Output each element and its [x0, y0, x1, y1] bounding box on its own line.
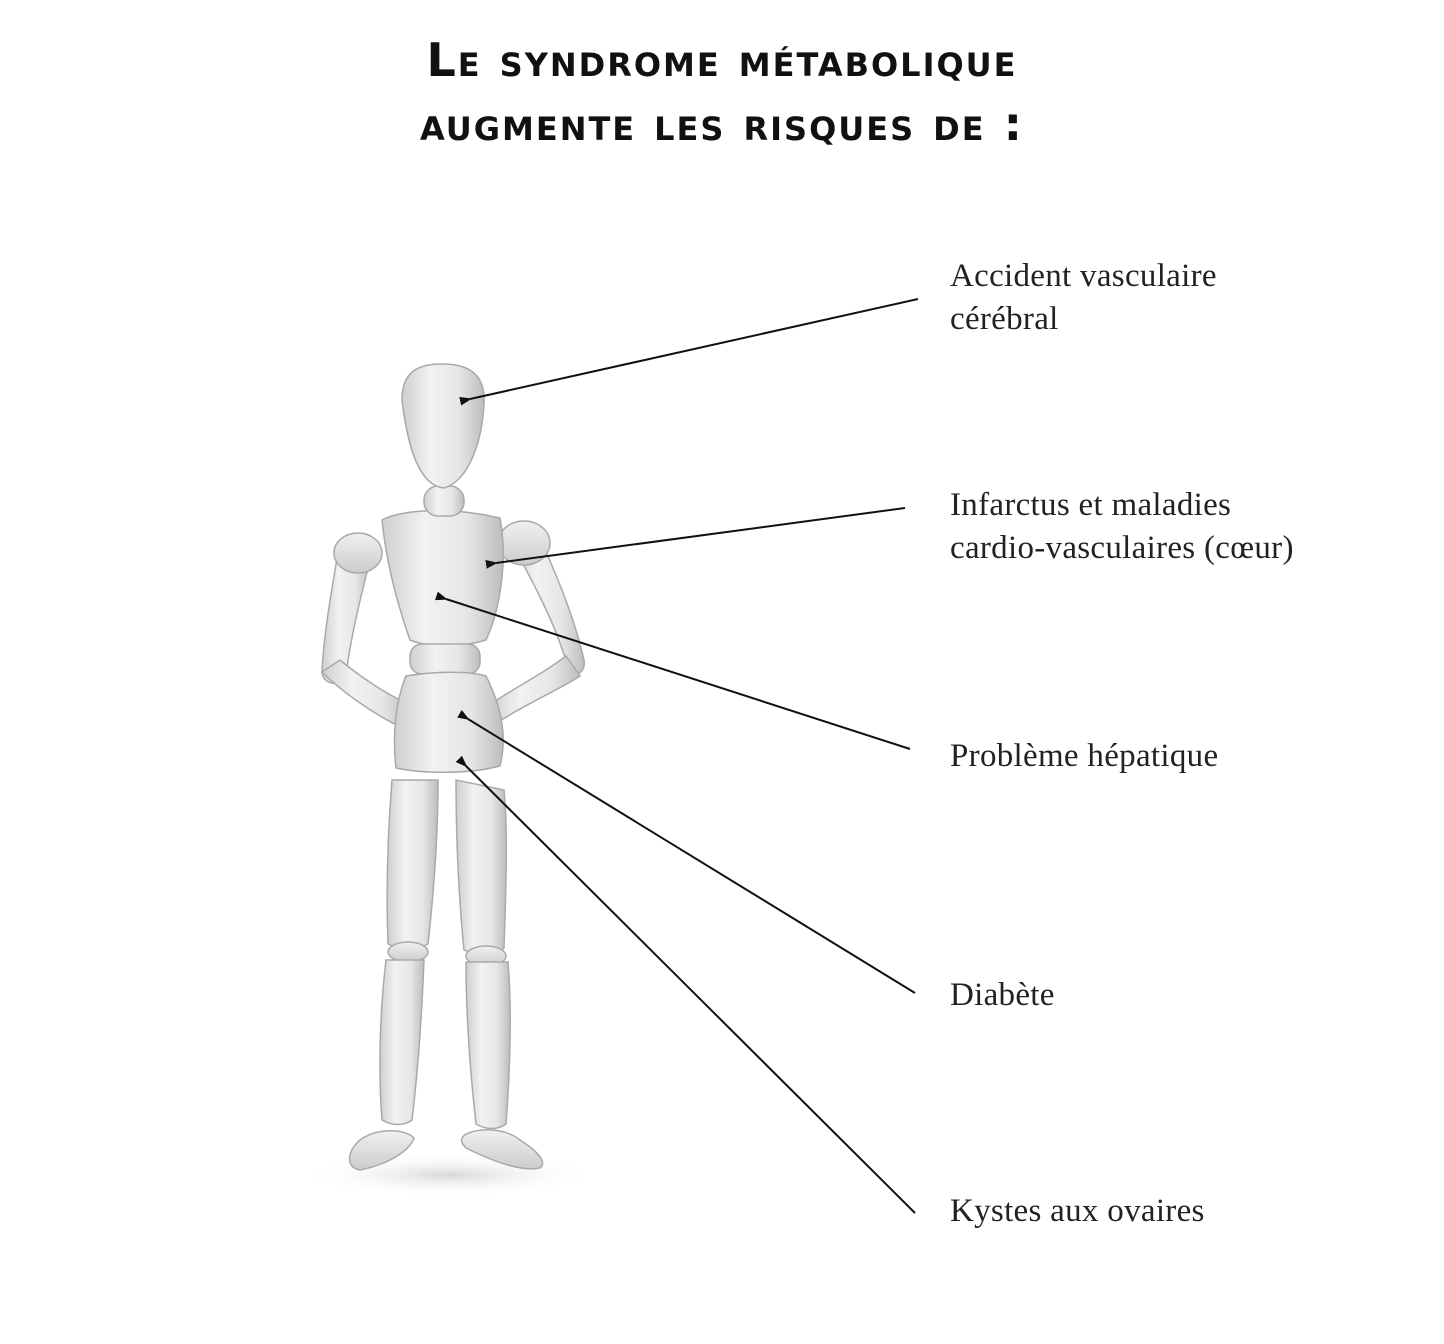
label-line: cérébral — [950, 301, 1059, 337]
label-ovarian-cyst-risk: Kystes aux ovaires — [950, 1190, 1205, 1233]
arrow-hepat — [446, 599, 911, 750]
wooden-mannequin — [320, 363, 586, 1171]
label-line: Infarctus et maladies — [950, 487, 1232, 523]
floor-shadow — [300, 1153, 600, 1197]
label-diabetes-risk: Diabète — [950, 974, 1055, 1017]
label-line: Diabète — [950, 977, 1055, 1013]
label-line: Problème hépatique — [950, 738, 1219, 774]
arrow-avc — [470, 298, 919, 399]
label-stroke-risk: Accident vasculaire cérébral — [950, 255, 1217, 341]
label-line: Accident vasculaire — [950, 258, 1217, 294]
callout-arrows — [446, 298, 919, 1214]
arrow-infarct — [496, 507, 906, 563]
page-title: Le syndrome métabolique augmente les ris… — [0, 28, 1444, 156]
label-line: Kystes aux ovaires — [950, 1193, 1205, 1229]
title-line-2: augmente les risques de : — [419, 97, 1025, 151]
label-heart-risk: Infarctus et maladies cardio-vasculaires… — [950, 484, 1294, 570]
arrow-kyst — [466, 766, 916, 1214]
label-line: cardio-vasculaires (cœur) — [950, 530, 1294, 566]
arrow-diab — [468, 719, 916, 994]
label-liver-risk: Problème hépatique — [950, 735, 1218, 778]
title-line-1: Le syndrome métabolique — [426, 33, 1018, 87]
